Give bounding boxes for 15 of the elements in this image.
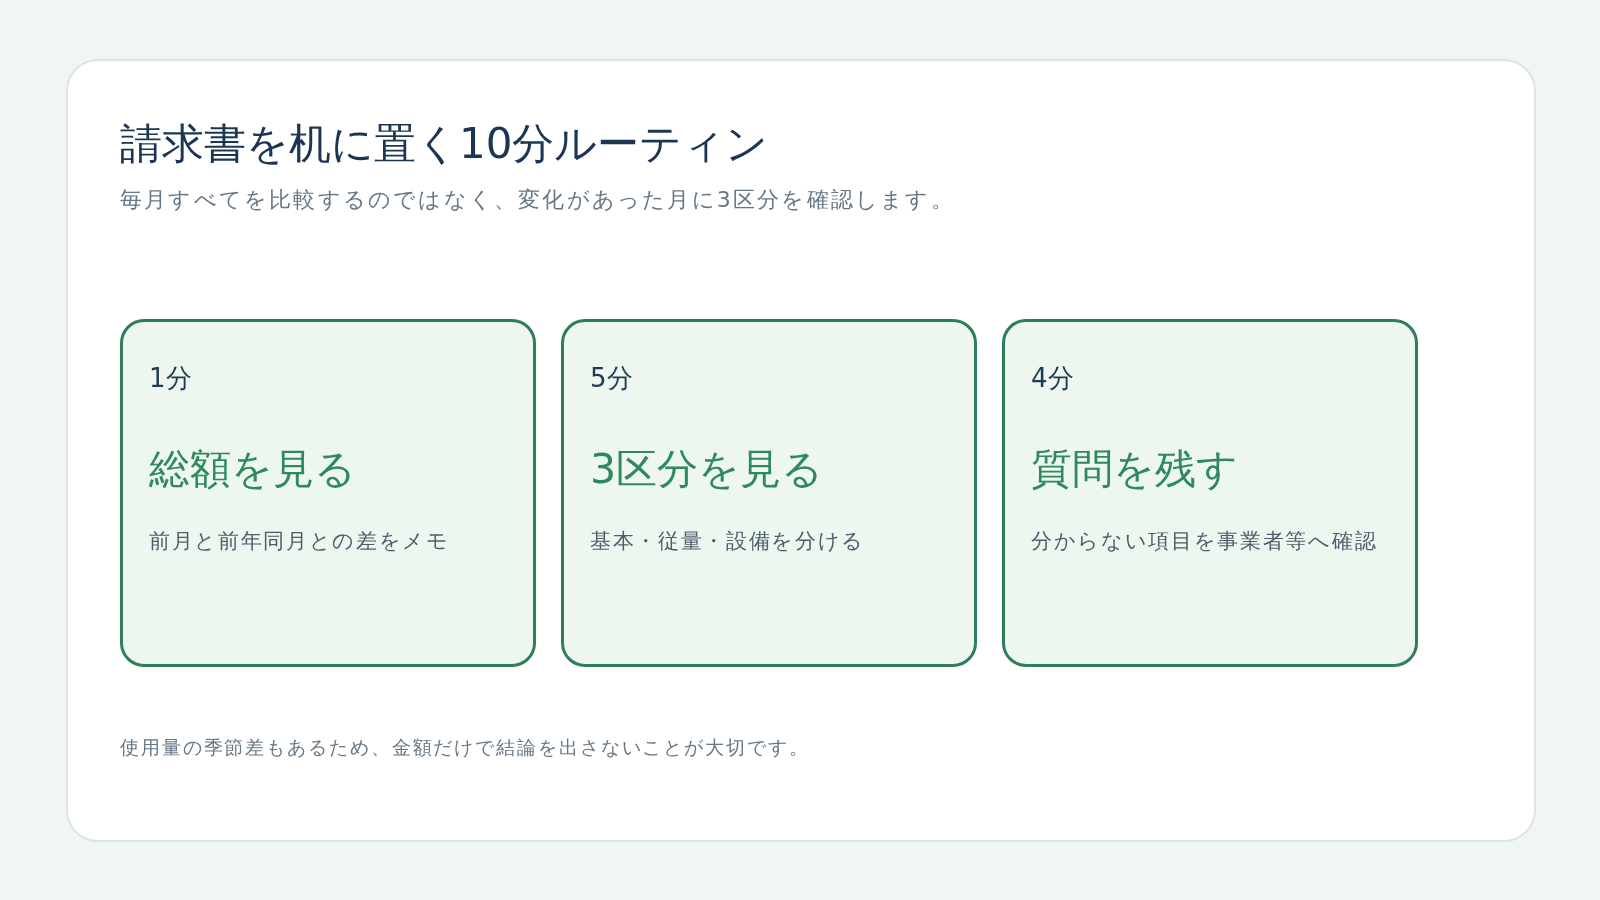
step-description: 基本・従量・設備を分ける bbox=[590, 528, 866, 555]
step-card bbox=[561, 319, 977, 667]
subtitle: 毎月すべてを比較するのではなく、変化があった月に3区分を確認します。 bbox=[120, 186, 955, 214]
step-description: 分からない項目を事業者等へ確認 bbox=[1031, 528, 1378, 555]
duration-label: 4分 bbox=[1031, 362, 1074, 395]
step-description: 前月と前年同月との差をメモ bbox=[149, 528, 450, 555]
title: 請求書を机に置く10分ルーティン bbox=[120, 118, 769, 170]
step-card bbox=[120, 319, 536, 667]
duration-label: 1分 bbox=[149, 362, 192, 395]
step-heading: 質問を残す bbox=[1031, 444, 1238, 495]
step-card bbox=[1002, 319, 1418, 667]
step-heading: 3区分を見る bbox=[590, 444, 824, 495]
step-heading: 総額を見る bbox=[149, 444, 356, 495]
footnote: 使用量の季節差もあるため、金額だけで結論を出さないことが大切です。 bbox=[120, 736, 810, 758]
duration-label: 5分 bbox=[590, 362, 633, 395]
